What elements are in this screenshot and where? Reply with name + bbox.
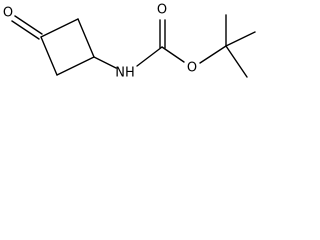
bond-ring-4: [40, 36, 58, 76]
bond-ring-1: [40, 18, 79, 38]
bond-nitrogen-to-carbonyl: [136, 46, 163, 67]
bond-tbutyl-methyl-right: [225, 31, 256, 47]
bond-ketone-double-1: [14, 15, 43, 35]
bond-ring-2: [77, 18, 95, 58]
amine-nitrogen-label: NH: [115, 66, 135, 81]
bond-ring-3: [56, 56, 95, 76]
bond-ester-oxygen-to-tbutyl: [199, 45, 227, 64]
bond-ring-to-nitrogen: [93, 56, 117, 69]
bond-ketone-double-2: [11, 20, 40, 40]
bond-tbutyl-methyl-down: [225, 45, 248, 78]
ketone-oxygen-label: O: [3, 6, 13, 21]
ester-oxygen-label: O: [187, 61, 197, 76]
chemical-structure: O NH O O: [3, 3, 256, 81]
bond-carbonyl-to-ester-oxygen: [161, 46, 185, 63]
carbonyl-oxygen-label: O: [157, 3, 167, 18]
